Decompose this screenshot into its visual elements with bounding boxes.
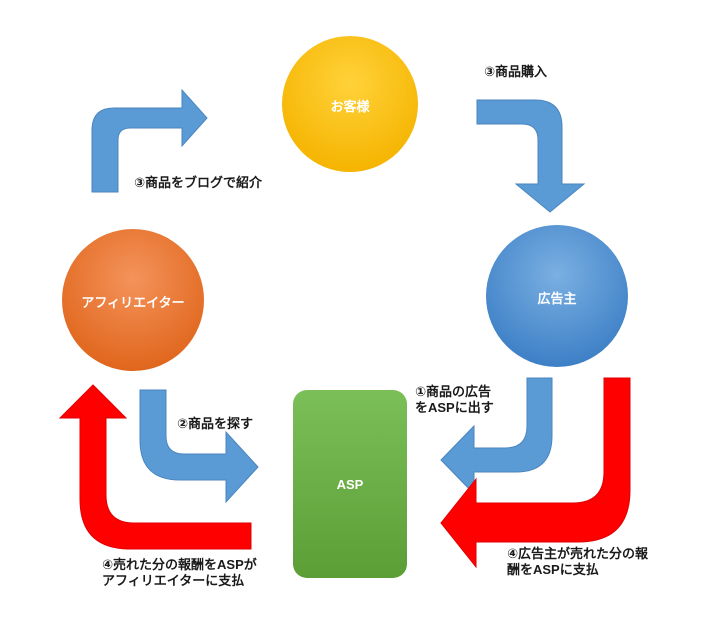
arrow-search-product (139, 389, 259, 504)
node-customer-circle (282, 36, 418, 172)
arrow-blog-intro (91, 88, 208, 193)
node-affiliater-label: アフィリエイター (81, 295, 185, 310)
label-purchase: ③商品購入 (484, 64, 548, 79)
label-advertiser-pays: ④広告主が売れた分の報 酬をASPに支払 (507, 546, 649, 577)
label-search-product: ②商品を探す (177, 416, 254, 431)
node-asp-label: ASP (336, 477, 364, 492)
label-blog-intro: ③商品をブログで紹介 (134, 175, 263, 190)
arrow-purchase (476, 99, 586, 213)
node-asp-box (293, 390, 407, 578)
arrow-asp-pays (58, 384, 252, 550)
node-affiliater-circle (62, 229, 204, 371)
label-ad-to-asp: ①商品の広告 をASPに出す (415, 384, 494, 415)
node-advertiser-circle (486, 225, 628, 367)
arrow-advertiser-pays (440, 377, 631, 569)
node-customer-label: お客様 (330, 99, 370, 114)
label-asp-pays: ④売れた分の報酬をASPが アフィリエイターに支払 (102, 557, 257, 588)
node-advertiser-label: 広告主 (537, 291, 577, 306)
